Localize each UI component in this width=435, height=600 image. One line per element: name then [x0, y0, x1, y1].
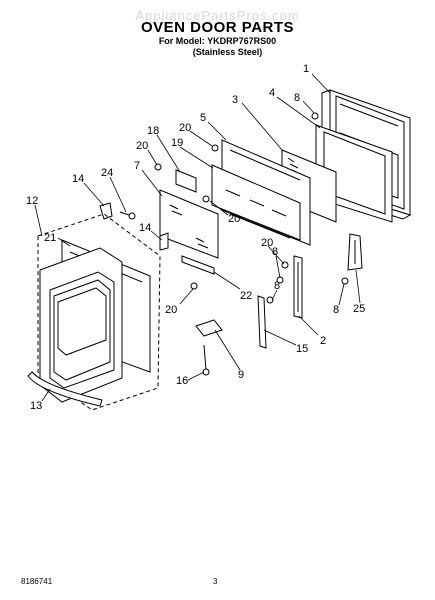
callout-2: 2 [320, 335, 326, 347]
callout-20c: 20 [228, 213, 240, 225]
callout-4: 4 [269, 87, 275, 99]
callout-14b: 14 [139, 222, 151, 234]
part-number: 8186741 [21, 577, 53, 586]
callout-8: 8 [294, 92, 300, 104]
model-line: For Model: YKDRP767RS00 [158, 36, 277, 46]
page-title: OVEN DOOR PARTS [140, 19, 295, 36]
callout-3: 3 [232, 94, 238, 106]
page-number: 3 [213, 577, 218, 586]
clip-part-14 [99, 202, 169, 251]
screw-part-16 [202, 344, 210, 376]
callout-19: 19 [171, 137, 183, 149]
inner-glass-part [159, 189, 219, 259]
screws [154, 112, 349, 304]
hinge-part-25 [347, 233, 363, 271]
callout-20a: 20 [179, 122, 191, 134]
callout-15: 15 [296, 343, 308, 355]
callout-9: 9 [238, 369, 244, 381]
callout-20e: 20 [165, 304, 177, 316]
door-front-part [39, 247, 123, 403]
callout-22: 22 [240, 290, 252, 302]
outer-door-outline [37, 213, 161, 411]
callout-20d: 20 [261, 237, 273, 249]
callout-7: 7 [134, 160, 140, 172]
callout-18: 18 [147, 125, 159, 137]
hinge-part-2 [293, 255, 303, 319]
door-liner-part [211, 139, 311, 246]
bar-part-22 [181, 255, 215, 275]
callout-8d: 8 [333, 304, 339, 316]
screw-part-24 [119, 211, 136, 220]
callout-5: 5 [200, 112, 206, 124]
callout-13: 13 [30, 400, 42, 412]
leader-lines [34, 73, 361, 402]
callout-24: 24 [101, 167, 113, 179]
callout-14a: 14 [72, 173, 84, 185]
callout-25: 25 [353, 303, 365, 315]
callout-20b: 20 [136, 140, 148, 152]
watermark: AppliancePartsPros.com [135, 8, 300, 23]
callout-21: 21 [44, 232, 56, 244]
callout-1: 1 [303, 63, 309, 75]
callout-12: 12 [26, 195, 38, 207]
callout-8c: 8 [274, 280, 280, 292]
callout-16: 16 [176, 375, 188, 387]
strip-part-15 [257, 295, 267, 349]
finish-line: (Stainless Steel) [192, 47, 263, 57]
bracket-part-9 [195, 319, 223, 337]
bracket-part-18 [175, 169, 197, 193]
handle-part [27, 371, 103, 407]
callout-8b: 8 [272, 246, 278, 258]
